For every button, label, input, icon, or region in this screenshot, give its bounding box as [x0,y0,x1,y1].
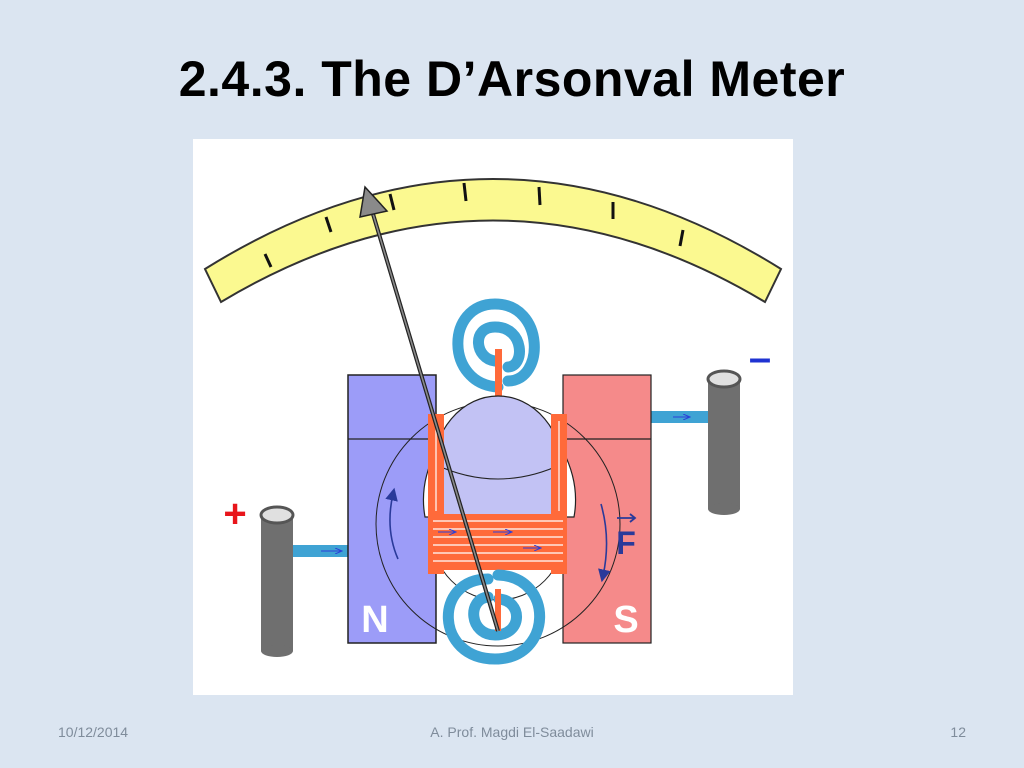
scale-ticks [263,182,685,268]
meter-scale [203,178,783,304]
darsonval-meter-diagram: + – N S F [193,139,793,695]
negative-terminal [706,369,742,515]
page-number: 12 [950,724,966,740]
footer-date: 10/12/2014 [58,724,129,740]
meter-pointer [359,185,500,632]
slide-title: 2.4.3. The D’Arsonval Meter [178,51,846,107]
north-magnet [347,374,437,644]
minus-sign: – [749,336,771,380]
positive-terminal [259,505,295,657]
footer-author: A. Prof. Magdi El-Saadawi [430,724,594,740]
force-vector-arrow-icon [617,513,637,523]
south-label: S [613,599,638,641]
force-label: F [616,525,636,561]
bottom-spiral-spring [442,569,546,665]
plus-sign: + [223,492,246,536]
north-label: N [361,599,388,641]
moving-coil [428,414,567,574]
top-spiral-spring [452,298,540,393]
